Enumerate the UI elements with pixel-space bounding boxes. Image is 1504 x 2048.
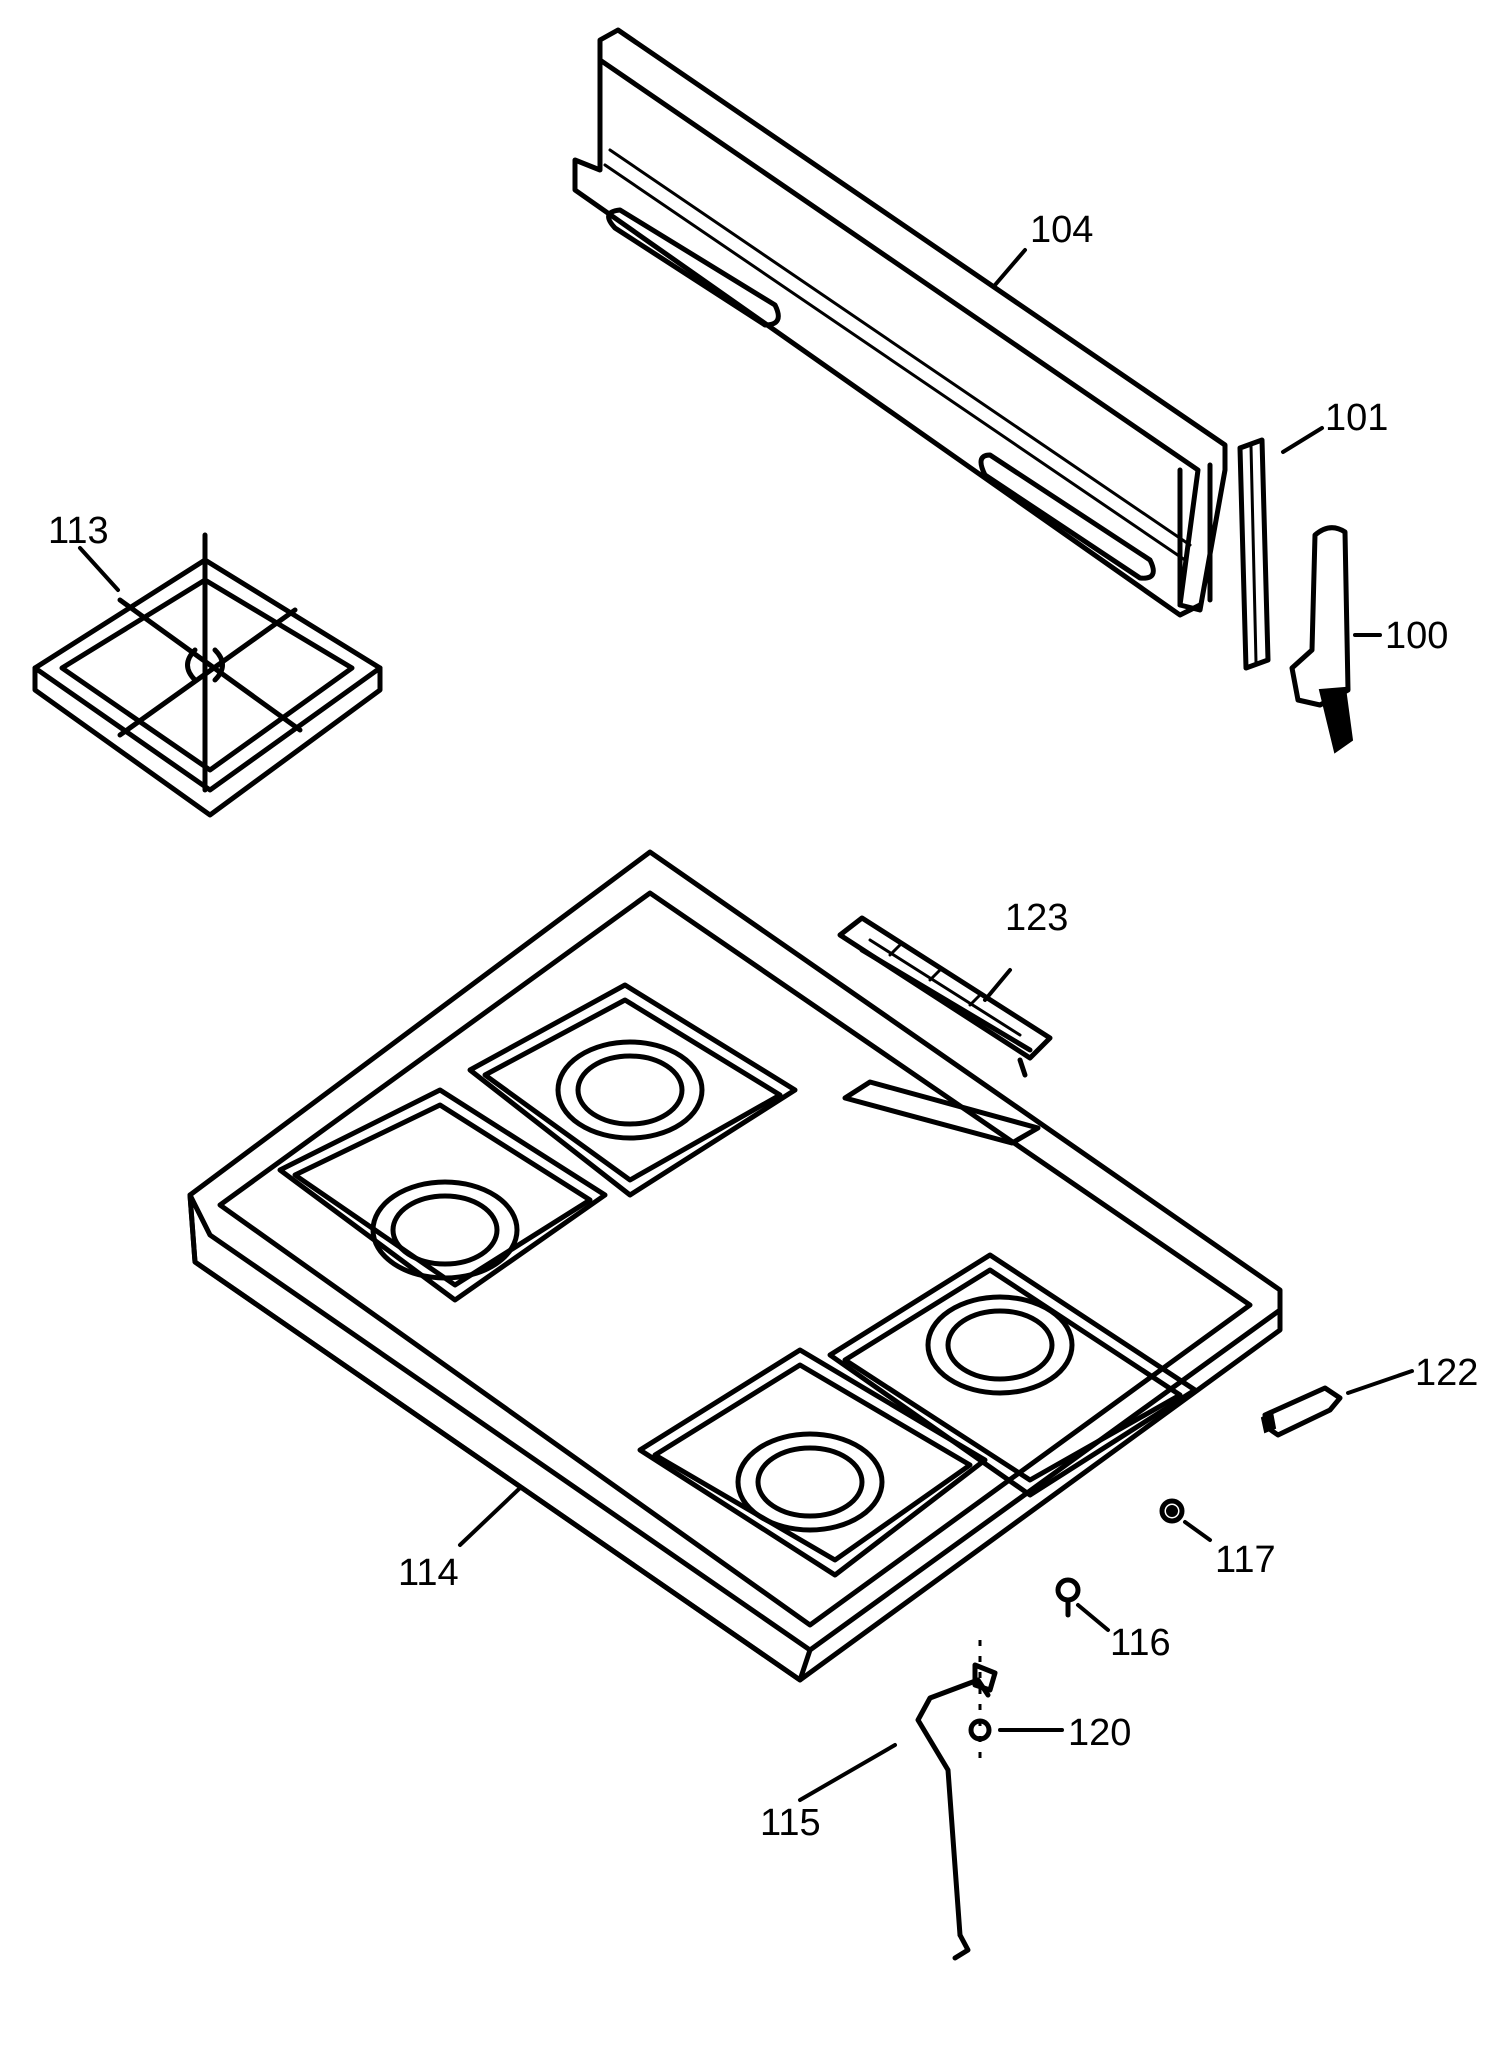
part-113-burner-grate <box>32 532 383 818</box>
part-100-end-cap <box>1289 525 1354 754</box>
callout-123: 123 <box>1005 897 1068 939</box>
leader-lines <box>78 248 1414 1802</box>
callout-120: 120 <box>1068 1712 1131 1754</box>
part-122-bracket <box>1260 1385 1343 1438</box>
part-101-side-trim <box>1237 437 1271 671</box>
part-117-nut <box>1159 1498 1185 1524</box>
callout-115: 115 <box>760 1802 821 1844</box>
callout-117: 117 <box>1215 1539 1276 1581</box>
part-120-fastener <box>968 1640 992 1765</box>
callout-100: 100 <box>1385 615 1448 657</box>
part-104-backguard <box>572 27 1228 618</box>
part-123-vent-grille <box>837 915 1053 1078</box>
callout-122: 122 <box>1415 1352 1478 1394</box>
callout-101: 101 <box>1325 397 1388 439</box>
part-114-cooktop <box>187 849 1283 1683</box>
callout-104: 104 <box>1030 209 1093 251</box>
callout-113: 113 <box>48 510 109 552</box>
part-116-screw <box>1055 1577 1081 1618</box>
part-115-support-rod <box>915 1662 998 1961</box>
callout-116: 116 <box>1110 1622 1171 1664</box>
callout-114: 114 <box>398 1552 459 1594</box>
